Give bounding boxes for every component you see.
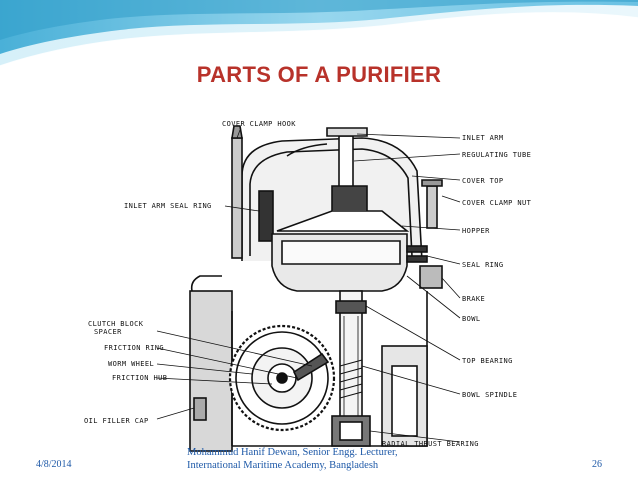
label-worm-wheel: WORM WHEEL [108, 360, 154, 368]
slide-title: PARTS OF A PURIFIER [196, 62, 442, 87]
inlet-arm-seal-ring [258, 190, 274, 242]
footer-date: 4/8/2014 [36, 459, 72, 470]
label-bowl-spindle: BOWL SPINDLE [462, 391, 517, 399]
label-radial-thrust-bearing: RADIAL THRUST BEARING [382, 440, 479, 448]
label-inlet-arm-seal-ring: INLET ARM SEAL RING [124, 202, 212, 210]
label-friction-hub: FRICTION HUB [112, 374, 167, 382]
oil-filler-cap [193, 397, 207, 421]
label-hopper: HOPPER [462, 227, 490, 235]
label-cover-clamp-hook: COVER CLAMP HOOK [222, 120, 296, 128]
distributor-top [331, 185, 368, 211]
top-bearing [335, 300, 367, 314]
purifier-cross-section-diagram: COVER CLAMP HOOK INLET ARM REGULATING TU… [84, 120, 532, 452]
footer-page-number: 26 [592, 459, 602, 470]
clutch-block-spacer [292, 352, 330, 382]
seal-ring-upper [406, 245, 428, 253]
footer-author-line2: International Maritime Academy, Banglade… [187, 460, 379, 471]
label-clutch-block: CLUTCH BLOCK [88, 320, 144, 328]
label-top-bearing: TOP BEARING [462, 357, 513, 365]
label-inlet-arm: INLET ARM [462, 134, 504, 142]
worm-thread [339, 359, 363, 399]
header-wave-banner [0, 0, 638, 67]
label-cover-top: COVER TOP [462, 177, 504, 185]
inlet-arm-head [326, 127, 368, 137]
label-seal-ring: SEAL RING [462, 261, 504, 269]
label-bowl: BOWL [462, 315, 480, 323]
footer-author: Mohammud Hanif Dewan, Senior Engg. Lectu… [187, 446, 398, 472]
label-cover-clamp-nut: COVER CLAMP NUT [462, 199, 532, 207]
sight-window [391, 365, 418, 437]
footer-author-line1: Mohammud Hanif Dewan, Senior Engg. Lectu… [187, 447, 398, 458]
seal-ring-lower [406, 255, 428, 263]
label-brake: BRAKE [462, 295, 485, 303]
label-regulating-tube: REGULATING TUBE [462, 151, 531, 159]
cover-clamp-nut [426, 185, 438, 229]
label-oil-filler-cap: OIL FILLER CAP [84, 417, 149, 425]
label-spacer: SPACER [94, 328, 122, 336]
label-friction-ring: FRICTION RING [104, 344, 164, 352]
brake [419, 265, 443, 289]
cover-clamp-hook [231, 137, 243, 259]
hopper [276, 210, 410, 232]
